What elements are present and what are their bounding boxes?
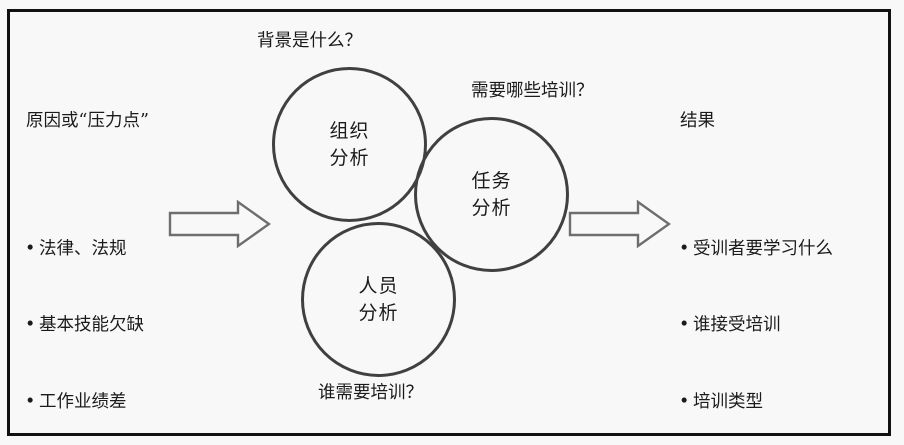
causes-heading: 原因或“压力点” [26,111,149,131]
list-item: •谁接受培训 [678,313,833,339]
arrow-right-icon [168,199,272,249]
list-item-label: 工作业绩差 [39,391,127,412]
bullet-glyph: • [679,315,690,335]
outcomes-heading: 结果 [680,111,715,131]
bullet-glyph: • [25,315,36,335]
causes-column: 原因或“压力点” •法律、法规 •基本技能欠缺 •工作业绩差 •新技术的应用 •… [24,58,149,445]
arrow-right-icon-svg [568,199,672,249]
circle-organization-analysis: 组织 分析 [272,67,427,222]
circle-label: 人员 分析 [358,274,399,324]
circle-people-analysis: 人员 分析 [301,222,456,377]
list-item: •受训者要学习什么 [678,237,833,263]
list-item-label: 法律、法规 [39,238,127,259]
list-item: •基本技能欠缺 [24,313,149,339]
bullet-glyph: • [25,391,36,412]
list-item: •工作业绩差 [24,390,149,416]
list-item: •法律、法规 [24,237,149,263]
list-item-label: 基本技能欠缺 [39,315,144,335]
outcomes-list: •受训者要学习什么 •谁接受培训 •培训类型 •培训次数 •外购还是自行开发 •… [678,186,833,445]
caption-who-question: 谁需要培训？ [318,383,423,403]
list-item: •培训类型 [678,390,833,416]
list-item-label: 谁接受培训 [693,315,781,335]
arrow-right-icon [568,199,672,249]
circle-label: 组织 分析 [329,119,370,169]
list-item-label: 受训者要学习什么 [693,238,833,259]
caption-training-question: 需要哪些培训？ [471,81,594,101]
caption-context-question: 背景是什么？ [257,31,362,51]
bullet-glyph: • [679,238,690,259]
bullet-glyph: • [679,391,690,412]
arrow-right-icon-svg [168,199,272,249]
circle-task-analysis: 任务 分析 [414,117,569,272]
outcomes-column: 结果 •受训者要学习什么 •谁接受培训 •培训类型 •培训次数 •外购还是自行开… [678,58,833,445]
causes-list: •法律、法规 •基本技能欠缺 •工作业绩差 •新技术的应用 •客户的要求 •新产… [24,186,149,445]
list-item-label: 培训类型 [693,391,763,412]
circle-label: 任务 分析 [471,169,512,219]
bullet-glyph: • [25,238,36,259]
